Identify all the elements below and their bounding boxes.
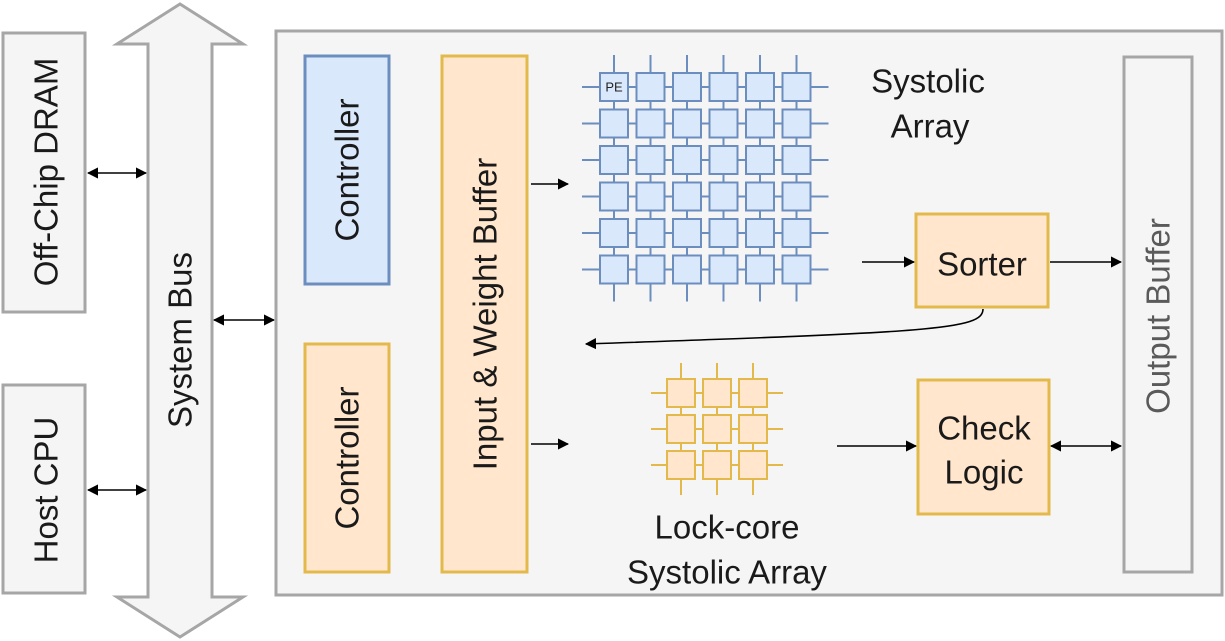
output-buffer-block: Output Buffer [1122,55,1194,574]
systolic-label-line1: Systolic [871,63,985,100]
systolic-pe-cell [708,72,739,102]
input-weight-buffer-block: Input & Weight Buffer [440,54,529,574]
controller-top-label: Controller [329,98,366,241]
systolic-array-grid [582,55,829,302]
lock-core-pe-cell [666,414,696,444]
sorter-label: Sorter [937,246,1027,283]
systolic-pe-cell [635,218,666,248]
lock-core-label-line2: Systolic Array [627,554,827,591]
check-logic-label-line2: Logic [945,454,1024,491]
sorter-block: Sorter [914,212,1050,309]
systolic-pe-cell [635,72,666,102]
systolic-pe-cell [599,218,629,248]
systolic-pe-cell [635,108,666,139]
bus-label: System Bus [162,252,199,428]
check-logic-block: Check Logic [916,378,1051,516]
lock-core-pe-cell [702,450,732,480]
off-chip-dram-block: Off-Chip DRAM [1,31,87,314]
systolic-pe-cell [599,108,629,139]
lock-core-pe-cell [666,450,696,480]
lock-core-pe-cell [738,414,768,444]
systolic-pe-cell [672,218,702,248]
controller-bottom-label: Controller [329,386,366,529]
lock-core-pe-cell [702,378,732,408]
systolic-pe-cell [745,145,775,175]
lock-core-pe-cell [738,378,768,408]
controller-top-block: Controller [303,54,391,286]
systolic-pe-cell [708,218,739,248]
systolic-pe-cell [672,254,702,285]
systolic-pe-cell [635,145,666,175]
cpu-label: Host CPU [28,417,65,564]
systolic-pe-cell [781,108,812,139]
systolic-pe-cell [781,72,812,102]
systolic-pe-cell [745,108,775,139]
host-cpu-block: Host CPU [1,383,87,595]
check-logic-label-line1: Check [937,410,1031,447]
systolic-pe-cell [635,254,666,285]
systolic-pe-cell [672,72,702,102]
systolic-pe-cell [781,218,812,248]
systolic-pe-cell [599,254,629,285]
data-flow-arrows [531,178,1123,452]
lock-core-array-grid [651,363,783,495]
systolic-pe-cell [599,145,629,175]
controller-bottom-block: Controller [303,342,391,574]
systolic-pe-cell [708,108,739,139]
systolic-pe-cell [745,218,775,248]
buffer-label: Input & Weight Buffer [467,158,504,470]
systolic-pe-cell [672,108,702,139]
bus-connectors [86,167,276,496]
systolic-pe-cell [708,254,739,285]
systolic-pe-cell [599,72,629,102]
system-bus-arrow: System Bus [111,2,249,639]
systolic-pe-cell [745,72,775,102]
systolic-pe-cell [599,181,629,212]
dram-label: Off-Chip DRAM [28,58,65,287]
systolic-pe-cell [745,254,775,285]
systolic-pe-cell [708,145,739,175]
systolic-label-line2: Array [891,108,970,145]
output-buffer-label: Output Buffer [1140,218,1177,414]
lock-core-pe-cell [738,450,768,480]
lock-core-label-line1: Lock-core [655,509,800,546]
systolic-pe-cell [745,181,775,212]
systolic-pe-cell [672,181,702,212]
sorter-feedback-arrow [584,308,984,350]
systolic-pe-cell [708,181,739,212]
systolic-pe-cell [672,145,702,175]
systolic-pe-cell [781,181,812,212]
lock-core-pe-cell [702,414,732,444]
systolic-pe-cell [781,254,812,285]
lock-core-pe-cell [666,378,696,408]
systolic-pe-cell [635,181,666,212]
pe-label: PE [605,80,623,95]
systolic-pe-cell [781,145,812,175]
